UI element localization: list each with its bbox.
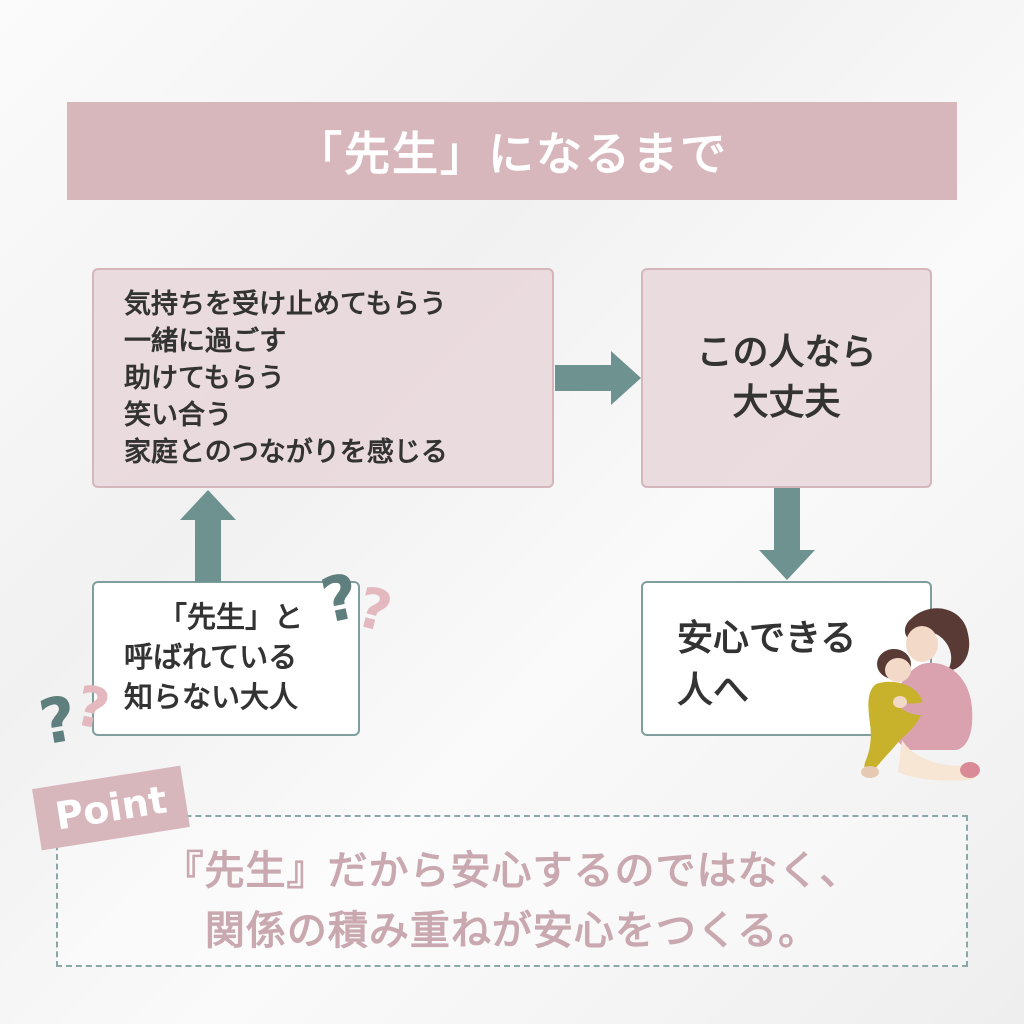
actions-line-3: 助けてもらう xyxy=(124,363,285,394)
page-title: 「先生」になるまで xyxy=(67,102,957,200)
stranger-line-3: 知らない大人 xyxy=(124,680,299,714)
safe-line-2: 人へ xyxy=(677,670,750,711)
trust-line-1: この人なら xyxy=(696,332,877,373)
point-line-2: 関係の積み重ねが安心をつくる。 xyxy=(204,908,820,954)
actions-line-4: 笑い合う xyxy=(124,400,232,431)
safe-line-1: 安心できる xyxy=(677,618,857,659)
actions-line-5: 家庭とのつながりを感じる xyxy=(124,437,448,468)
trust-box: この人なら 大丈夫 xyxy=(641,268,932,488)
actions-line-2: 一緒に過ごす xyxy=(124,326,287,357)
stranger-box: 「先生」と 呼ばれている 知らない大人 xyxy=(92,581,360,736)
stranger-line-2: 呼ばれている xyxy=(124,640,298,674)
trust-line-2: 大丈夫 xyxy=(732,382,841,423)
arrow-right-icon xyxy=(555,351,641,405)
actions-line-1: 気持ちを受け止めてもらう xyxy=(124,289,447,320)
actions-box: 気持ちを受け止めてもらう 一緒に過ごす 助けてもらう 笑い合う 家庭とのつながり… xyxy=(92,268,554,488)
mother-hugging-child-illustration xyxy=(861,608,980,781)
arrow-up-icon xyxy=(180,490,236,582)
stranger-line-1: 「先生」と xyxy=(158,600,304,634)
arrow-down-icon xyxy=(759,488,815,580)
point-line-1: 『先生』だから安心するのではなく、 xyxy=(163,848,861,894)
point-frame xyxy=(56,815,968,967)
